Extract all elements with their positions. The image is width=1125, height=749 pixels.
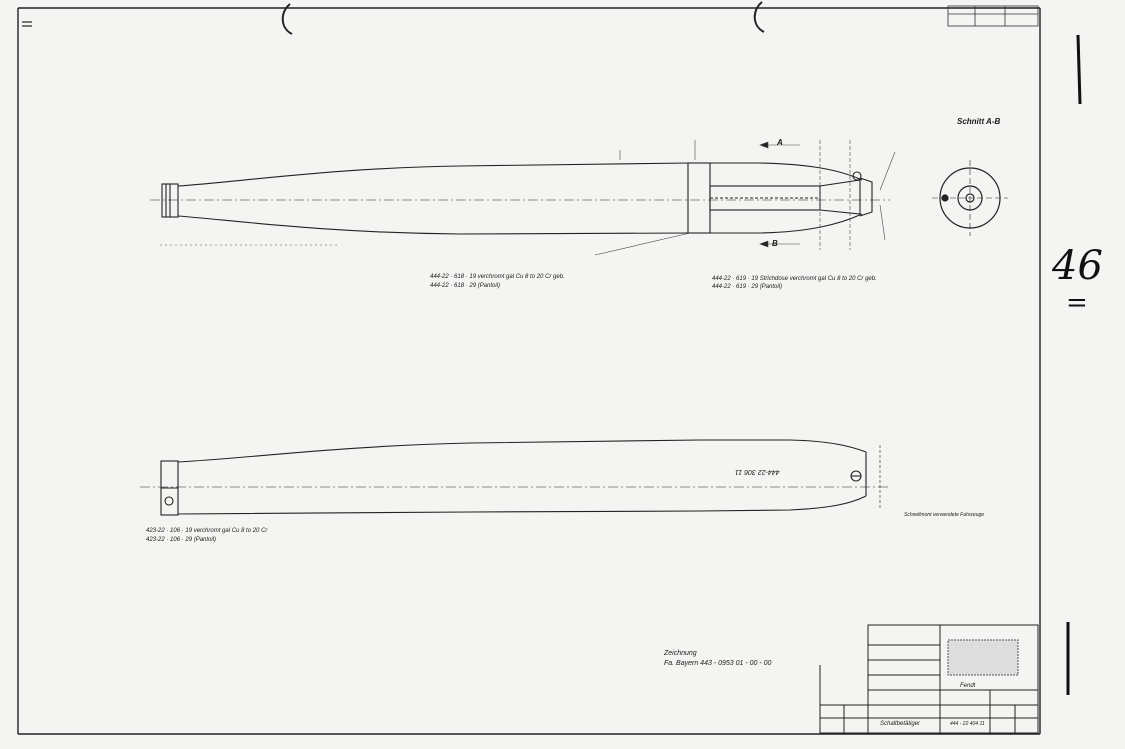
sheet-border: [17, 7, 1041, 735]
revision-block: [947, 5, 1039, 27]
section-label: Schnitt A-B: [957, 117, 1001, 126]
title-block: [819, 624, 1039, 734]
bottom-callout-left-1: 423-22 · 106 · 19 verchromt gal Cu 8 to …: [146, 528, 268, 534]
hole-punch-marks: [22, 1, 765, 35]
handwritten-mark: =: [1066, 288, 1088, 318]
bottom-right-note: Schnellmont verwendete Fahrzeuge: [904, 512, 985, 518]
drawing-note-line1: Zeichnung: [664, 650, 697, 657]
bottom-callout-left-2: 423-22 · 106 · 29 (Pantoil): [146, 537, 217, 543]
drawing-note-line2: Fa. Bayern 443 - 0953 01 - 00 - 00: [664, 660, 772, 667]
title-block-number: 444 - 22 404 11: [950, 721, 985, 727]
cut-label-a: A: [777, 138, 783, 147]
handle-bottom-view: [140, 439, 890, 516]
top-callout-left-1: 444-22 · 618 · 19 verchromt gal Cu 8 to …: [430, 274, 565, 280]
title-block-title: Schaltbetätiger: [880, 721, 921, 727]
title-block-company: Fendt: [960, 683, 976, 689]
top-callout-right-2: 444-22 · 619 · 29 (Pantoil): [712, 284, 783, 290]
edge-marks: [1066, 34, 1082, 695]
barrel-marking: 444-22 306 11: [735, 468, 780, 475]
top-callout-right-1: 444-22 · 619 · 19 Strichdose verchromt g…: [712, 276, 877, 282]
section-a-b-view: [932, 160, 1008, 236]
top-callout-left-2: 444-22 · 618 · 29 (Pantoil): [430, 283, 501, 289]
handwritten-number: 46: [1052, 243, 1103, 289]
top-dimensions: [160, 140, 896, 256]
cut-label-b: B: [772, 239, 778, 248]
handle-top-view: [150, 162, 890, 235]
